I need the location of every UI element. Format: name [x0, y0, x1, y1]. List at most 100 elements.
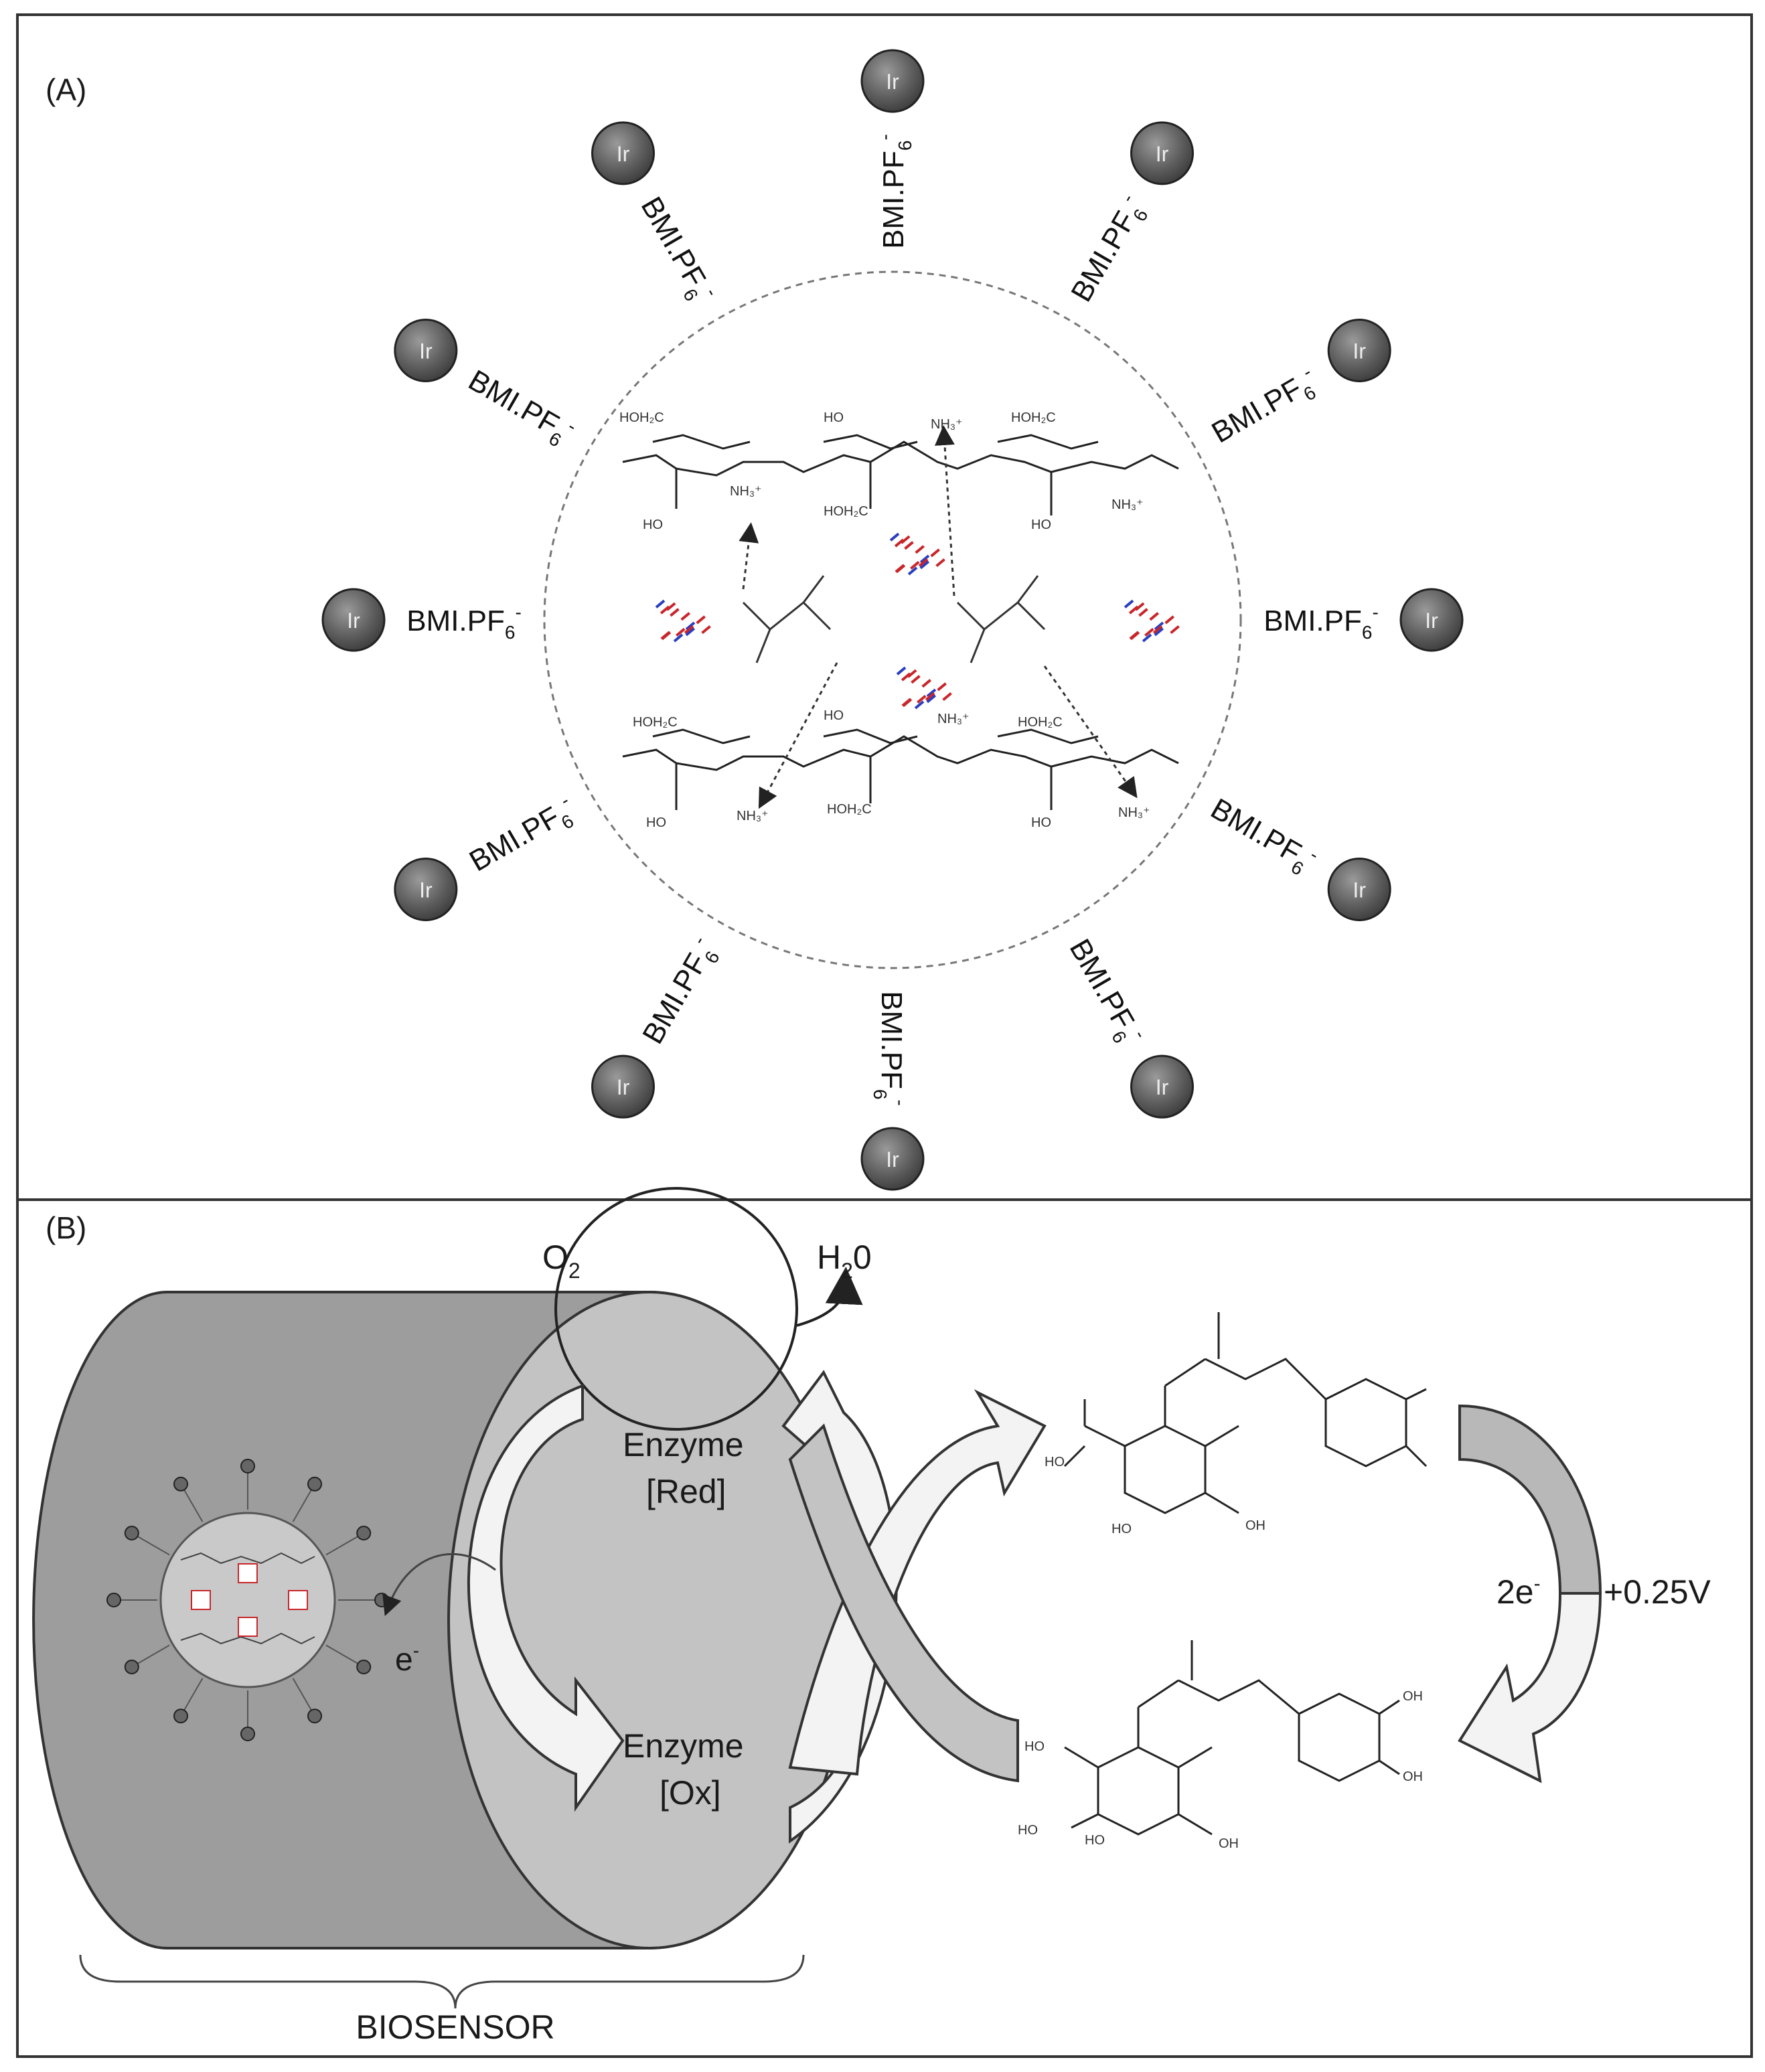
svg-text:HO: HO — [643, 517, 663, 532]
svg-text:HO: HO — [824, 708, 844, 723]
iridium-label: Ir — [1425, 609, 1438, 633]
biosensor-brace — [79, 1954, 805, 2009]
mini-iridium-particle — [240, 1727, 255, 1741]
svg-text:HOH₂C: HOH₂C — [827, 802, 872, 817]
ligand-label: BMI.PF6- — [874, 134, 915, 249]
crosslinkers — [742, 575, 1046, 663]
ligand-label: BMI.PF6- — [1205, 362, 1324, 455]
svg-text:OH: OH — [1245, 1518, 1265, 1533]
mini-enzyme — [288, 1590, 308, 1610]
two-electron-label: 2e- — [1497, 1573, 1541, 1611]
iridium-label: Ir — [1353, 878, 1366, 902]
mini-iridium-particle — [356, 1660, 372, 1674]
iridium-particle — [1130, 1054, 1194, 1119]
svg-text:NH₃⁺: NH₃⁺ — [737, 809, 769, 823]
ligand-label: BMI.PF6- — [1263, 602, 1379, 643]
enzyme-cluster — [1124, 599, 1180, 643]
mini-iridium-particle — [240, 1459, 255, 1473]
ligand-label: BMI.PF6- — [1203, 790, 1322, 883]
enzyme-ox-line2: [Ox] — [660, 1774, 721, 1812]
ligand-label: BMI.PF6- — [460, 362, 580, 455]
ligand-label: BMI.PF6- — [634, 932, 727, 1052]
mini-iridium-particle — [124, 1526, 139, 1540]
curved-arrow-red-to-ox — [467, 1384, 625, 1812]
iridium-label: Ir — [1156, 142, 1169, 166]
chitosan-chain-top — [622, 434, 1179, 515]
svg-text:HO: HO — [1045, 1455, 1065, 1469]
mini-iridium-particle — [374, 1593, 389, 1607]
svg-text:HOH₂C: HOH₂C — [824, 504, 868, 519]
mini-nanoparticle — [106, 1459, 389, 1741]
mini-iridium-particle — [173, 1476, 188, 1492]
panel-b-frame — [16, 1198, 1753, 2058]
ligand-label: BMI.PF6- — [870, 991, 911, 1106]
svg-text:HO: HO — [1111, 1522, 1132, 1536]
quinol-labels: HO HO HO OH OH OH — [1018, 1689, 1423, 1851]
svg-text:HOH₂C: HOH₂C — [633, 715, 678, 730]
iridium-label: Ir — [347, 609, 360, 633]
iridium-particle — [394, 858, 458, 921]
svg-text:HOH₂C: HOH₂C — [619, 410, 664, 425]
ligand-label: BMI.PF6- — [1059, 932, 1152, 1052]
mini-iridium-particle — [356, 1526, 372, 1540]
iridium-particle — [1399, 588, 1464, 652]
svg-text:NH₃⁺: NH₃⁺ — [937, 712, 970, 726]
redox-arrow-top — [1458, 1404, 1602, 1595]
enzyme-red-line1: Enzyme — [623, 1426, 744, 1463]
crossing-arrow-from-quinol — [788, 1423, 1019, 1783]
h2o-label: H20 — [817, 1239, 872, 1283]
svg-text:HO: HO — [1085, 1833, 1105, 1848]
svg-text:HO: HO — [1018, 1823, 1038, 1838]
iridium-label: Ir — [886, 1147, 899, 1172]
ligand-group: Ir BMI.PF6- — [1263, 588, 1464, 652]
iridium-particle — [591, 1054, 655, 1119]
mini-iridium-particle — [106, 1593, 121, 1607]
iridium-label: Ir — [1156, 1075, 1169, 1099]
enzyme-red-line2: [Red] — [646, 1473, 726, 1510]
quinone-labels: HO HO OH — [1045, 1455, 1265, 1536]
svg-text:HO: HO — [1031, 815, 1051, 830]
oxygen-arrow — [796, 1267, 863, 1327]
mini-iridium-particle — [307, 1708, 322, 1724]
ligand-label: BMI.PF6- — [463, 790, 583, 883]
iridium-label: Ir — [419, 339, 433, 364]
iridium-particle — [321, 588, 386, 652]
iridium-particle — [591, 121, 655, 185]
svg-text:HO: HO — [646, 815, 666, 830]
mini-enzyme — [238, 1563, 258, 1583]
quinol-structure — [1064, 1640, 1400, 1836]
iridium-particle — [860, 1127, 925, 1191]
svg-text:HO: HO — [1031, 517, 1051, 532]
iridium-particle — [860, 49, 925, 113]
svg-text:NH₃⁺: NH₃⁺ — [1111, 497, 1144, 512]
iridium-label: Ir — [617, 1075, 630, 1099]
mini-iridium-particle — [307, 1476, 322, 1492]
electron-transfer-arrow — [382, 1553, 496, 1617]
mini-iridium-particle — [124, 1660, 139, 1674]
ligand-label: BMI.PF6- — [1063, 190, 1156, 310]
enzyme-cluster — [896, 666, 952, 710]
iridium-particle — [1327, 858, 1391, 921]
electron-label: e- — [395, 1640, 419, 1678]
svg-text:NH₃⁺: NH₃⁺ — [730, 484, 762, 499]
svg-text:OH: OH — [1219, 1836, 1239, 1851]
enzyme-cluster — [655, 599, 711, 643]
svg-text:HOH₂C: HOH₂C — [1018, 715, 1063, 730]
iridium-label: Ir — [886, 70, 899, 94]
iridium-label: Ir — [617, 142, 630, 166]
svg-text:HO: HO — [824, 410, 844, 425]
nanoparticle-boundary — [543, 270, 1242, 969]
oxygen-cycle-circle — [554, 1187, 798, 1431]
ligand-label: BMI.PF6- — [406, 602, 522, 643]
mini-ligand-shell — [106, 1459, 389, 1741]
panel-b-label: (B) — [46, 1210, 86, 1245]
chitosan-top-labels: HOH₂C HO NH₃⁺ HOH₂C HO NH₃⁺ HOH₂C HO NH₃… — [619, 410, 1144, 532]
